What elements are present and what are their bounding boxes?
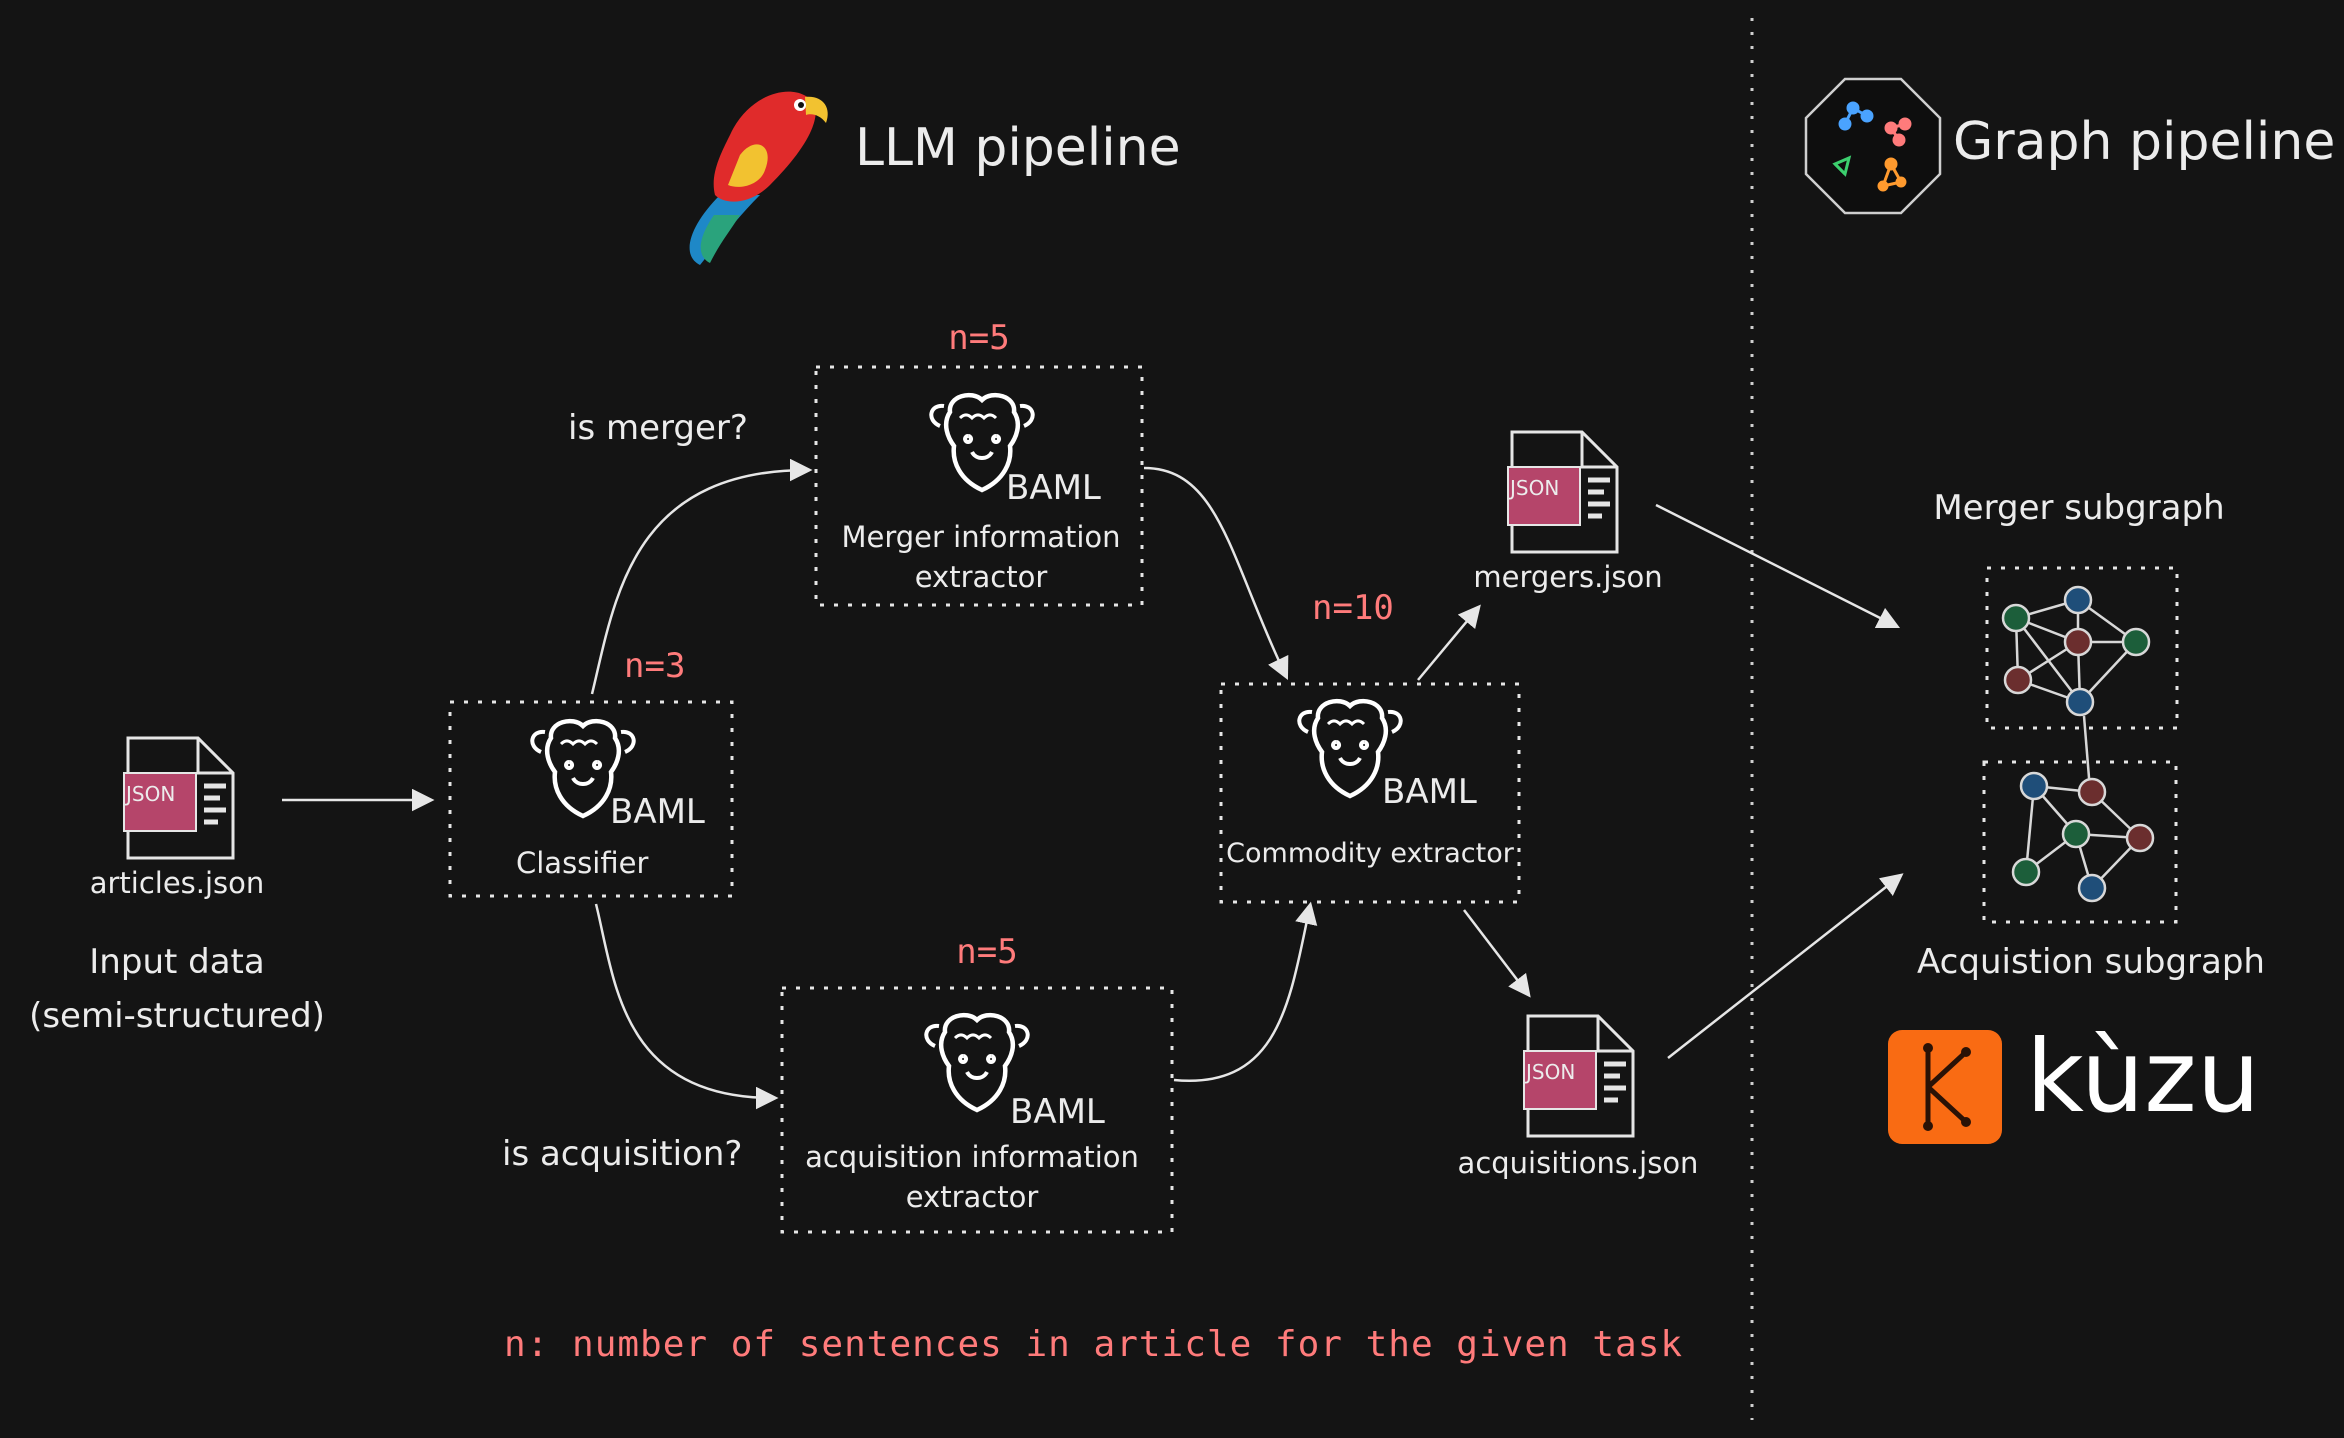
input-data-caption: Input data: [89, 942, 265, 982]
acquisition-subgraph-box: [1982, 760, 2178, 924]
acquisition-n-value: n=5: [956, 932, 1018, 972]
arrow-merger-to-commodity: [1143, 466, 1289, 681]
graph-pipeline-title: Graph pipeline: [1953, 112, 2336, 172]
commodity-extractor-label: Commodity extractor: [1226, 838, 1514, 869]
merger-n-value: n=5: [948, 318, 1010, 358]
baml-label: BAML: [610, 792, 705, 832]
merger-extractor-box: [814, 365, 1144, 607]
classifier-box: [448, 700, 734, 898]
acquisition-extractor-label-line2: extractor: [905, 1180, 1039, 1214]
mergers-json-label: mergers.json: [1473, 560, 1663, 594]
commodity-extractor-box: [1219, 682, 1521, 904]
merger-extractor-label: Merger information: [841, 520, 1121, 554]
merger-subgraph-label: Merger subgraph: [1933, 488, 2225, 528]
baml-label: BAML: [1382, 772, 1477, 812]
baml-label: BAML: [1010, 1092, 1105, 1132]
classifier-n-value: n=3: [624, 646, 686, 686]
merger-subgraph-graph: [2001, 585, 2151, 791]
arrow-commodity-to-acquisitions: [1463, 909, 1531, 998]
footnote: n: number of sentences in article for th…: [504, 1324, 1684, 1365]
baml-label: BAML: [1006, 468, 1101, 508]
kuzu-logo-icon: [1888, 1030, 2002, 1144]
json-badge: JSON: [126, 782, 176, 806]
arrow-to-acquisition-extractor: [594, 903, 779, 1110]
acquisitions-json-label: acquisitions.json: [1457, 1146, 1699, 1180]
arrow-acquisition-to-commodity: [1173, 901, 1318, 1083]
arrow-mergers-to-subgraph: [1655, 503, 1901, 629]
json-badge: JSON: [1510, 476, 1560, 500]
is-merger-label: is merger?: [568, 408, 748, 448]
is-acquisition-label: is acquisition?: [502, 1134, 743, 1174]
input-data-caption-sub: (semi-structured): [29, 996, 325, 1036]
classifier-label: Classifier: [516, 846, 649, 880]
kuzu-logo-text: kùzu: [2026, 1018, 2261, 1135]
arrow-acquisitions-to-subgraph: [1667, 873, 1904, 1059]
llm-pipeline-title: LLM pipeline: [855, 118, 1181, 178]
acquisition-subgraph-label: Acquistion subgraph: [1917, 942, 2265, 982]
arrow-commodity-to-mergers: [1417, 604, 1481, 681]
acquisition-subgraph-graph: [2011, 771, 2155, 903]
arrow-to-merger-extractor: [590, 458, 813, 695]
merger-subgraph-box: [1985, 566, 2179, 730]
acquisition-extractor-label: acquisition information: [805, 1140, 1139, 1174]
commodity-n-value: n=10: [1312, 588, 1394, 628]
acquisition-extractor-box: [780, 986, 1174, 1234]
graph-logo-icon: [1804, 77, 1942, 215]
json-badge: JSON: [1526, 1060, 1576, 1084]
parrot-icon: [689, 91, 828, 265]
merger-extractor-label-line2: extractor: [914, 560, 1048, 594]
articles-json-label: articles.json: [89, 866, 265, 900]
